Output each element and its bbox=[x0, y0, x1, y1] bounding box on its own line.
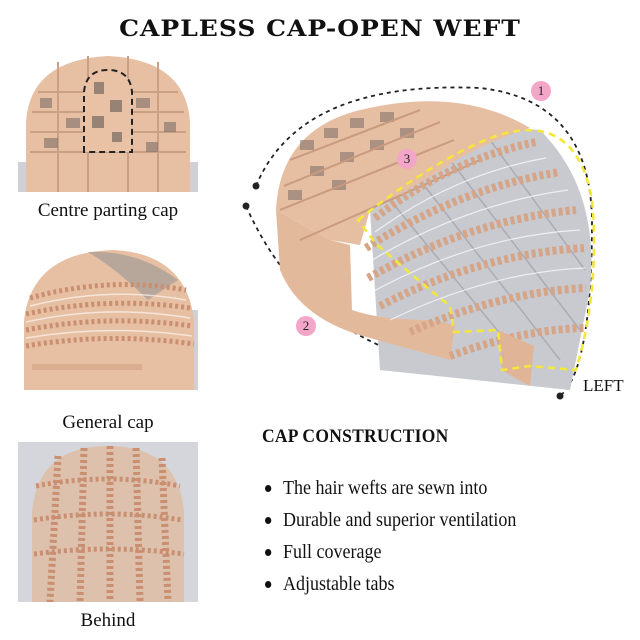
list-item-label: Full coverage bbox=[283, 540, 382, 563]
bullet-icon bbox=[265, 580, 272, 588]
left-side-label: LEFT bbox=[583, 376, 624, 395]
marker-3-badge: 3 bbox=[397, 149, 417, 169]
bullet-icon bbox=[265, 548, 272, 556]
centre-parting-cap-image bbox=[18, 52, 198, 192]
list-item-label: The hair wefts are sewn into bbox=[283, 476, 488, 499]
centre-parting-cap-caption: Centre parting cap bbox=[37, 200, 179, 221]
list-item: Full coverage bbox=[265, 536, 516, 568]
construction-list: The hair wefts are sewn into Durable and… bbox=[265, 472, 544, 600]
marker-2-badge: 2 bbox=[296, 316, 316, 336]
open-weft-highlight bbox=[356, 128, 596, 372]
list-item-label: Durable and superior ventilation bbox=[283, 508, 517, 531]
general-cap-image bbox=[18, 240, 198, 390]
cap-construction-heading: CAP CONSTRUCTION bbox=[262, 426, 449, 447]
general-cap-caption: General cap bbox=[62, 412, 154, 433]
outline-dotted-curve bbox=[255, 86, 593, 397]
list-item: Adjustable tabs bbox=[265, 568, 516, 600]
bullet-icon bbox=[265, 484, 272, 492]
capless-cap-diagram bbox=[240, 70, 620, 405]
list-item-label: Adjustable tabs bbox=[283, 572, 395, 595]
list-item: The hair wefts are sewn into bbox=[265, 472, 516, 504]
behind-caption: Behind bbox=[80, 610, 136, 631]
list-item: Durable and superior ventilation bbox=[265, 504, 516, 536]
bullet-icon bbox=[265, 516, 272, 524]
marker-1-badge: 1 bbox=[531, 81, 551, 101]
page-title: CAPLESS CAP-OPEN WEFT bbox=[119, 15, 521, 42]
behind-cap-image bbox=[18, 442, 198, 602]
